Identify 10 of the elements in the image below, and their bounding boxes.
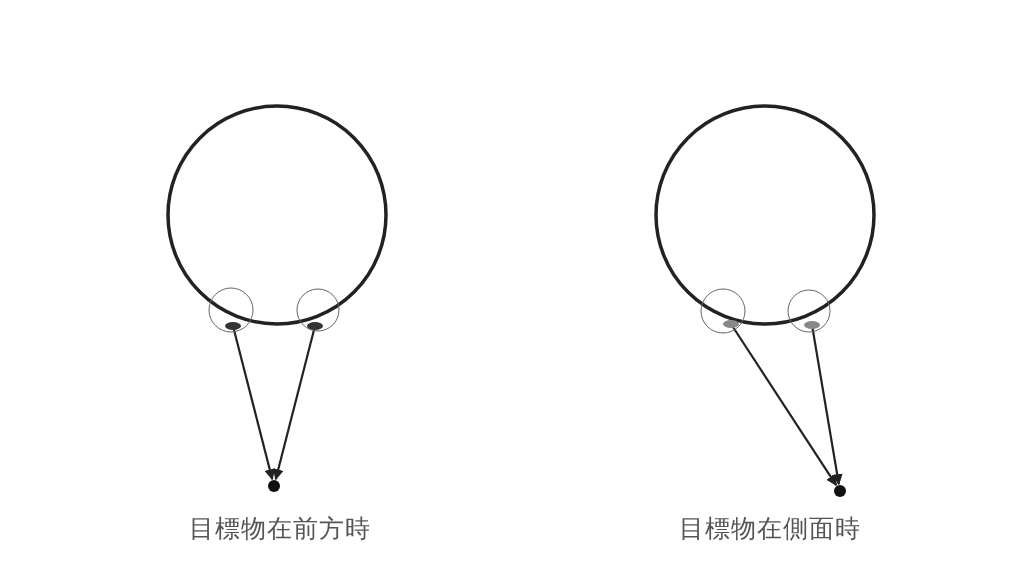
target-dot <box>832 483 848 499</box>
target-dot <box>266 478 282 494</box>
eye-circle <box>295 287 341 333</box>
head-circle <box>654 104 876 326</box>
eye-circle <box>699 287 747 335</box>
eye-circle <box>786 288 832 334</box>
eye-circle <box>207 286 255 334</box>
caption: 目標物在前方時 <box>189 513 371 545</box>
caption: 目標物在側面時 <box>679 513 861 545</box>
head-circle <box>166 104 388 326</box>
